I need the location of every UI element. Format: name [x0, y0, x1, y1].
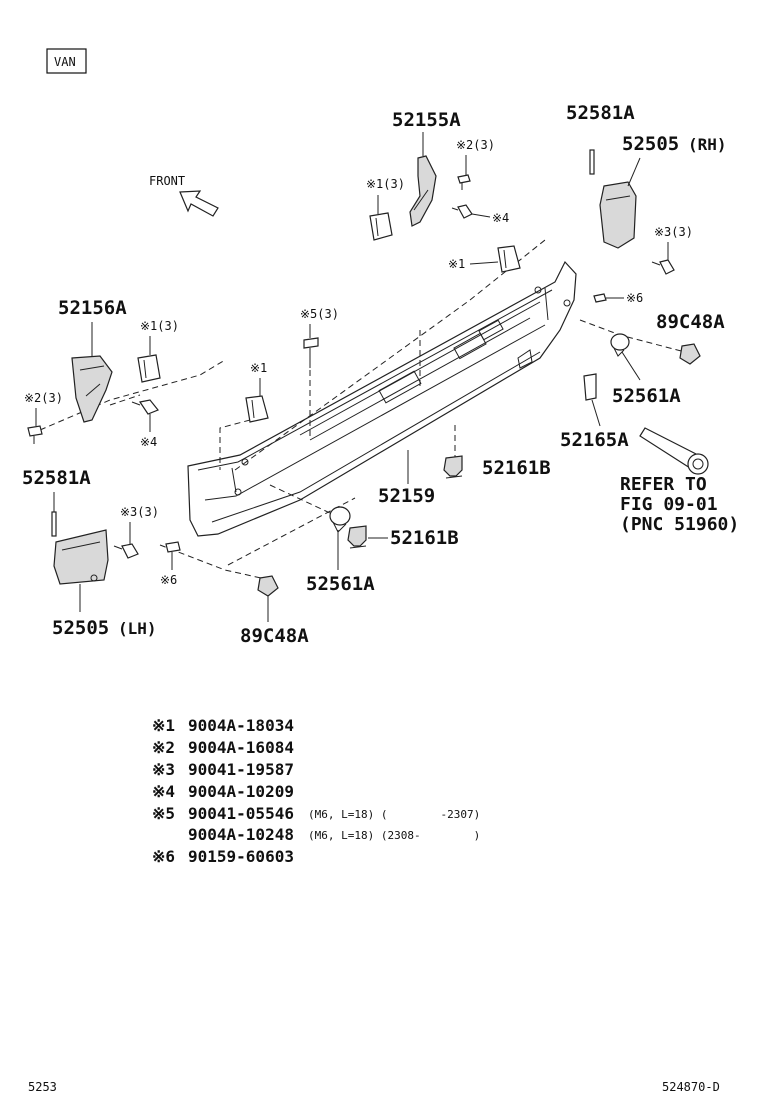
variant-label: VAN: [54, 55, 76, 69]
part-label-52165A: 52165A: [560, 429, 629, 451]
bumper-cover-52159: [187, 260, 577, 537]
part-label-52505-rh: 52505: [622, 133, 679, 155]
part-label-52159: 52159: [378, 485, 435, 507]
clip-icon: [369, 212, 393, 241]
legend-part: 90159-60603: [188, 847, 294, 866]
callout-3-3-rh: ※3(3): [654, 225, 693, 239]
part-label-52561A-rh: 52561A: [612, 385, 681, 407]
clip-icon: [137, 354, 161, 383]
legend-note: (M6, L=18) (2308- ): [308, 829, 480, 842]
legend-mark: ※6: [152, 847, 175, 866]
clip-icon: [497, 245, 521, 273]
part-label-52561A-lh: 52561A: [306, 573, 375, 595]
part-label-89C48A-lh: 89C48A: [240, 625, 309, 647]
callout-6-lh: ※6: [160, 573, 177, 587]
part-label-52581A-rh: 52581A: [566, 102, 635, 124]
legend-part: 9004A-16084: [188, 738, 294, 757]
nut-89C48A-lh: [257, 575, 279, 597]
screw-icon: [457, 174, 471, 190]
part-label-52155A: 52155A: [392, 109, 461, 131]
bracket-52155A: [409, 155, 437, 227]
front-arrow-icon: [179, 190, 219, 217]
part-label-52161B-a: 52161B: [482, 457, 551, 479]
seal-52581A-lh: [51, 511, 57, 537]
legend-mark: ※1: [152, 716, 175, 735]
part-label-52161B-b: 52161B: [390, 527, 459, 549]
legend-part: 9004A-10248: [188, 825, 294, 844]
front-label: FRONT: [149, 174, 185, 188]
clip-icon: [245, 395, 269, 423]
seal-52581A-rh: [589, 149, 595, 175]
cover-52505-rh: [599, 181, 637, 249]
screw-icon: [27, 425, 43, 444]
callout-1-3-left: ※1(3): [140, 319, 179, 333]
callout-5-3: ※5(3): [300, 307, 339, 321]
pad-52165A: [583, 373, 597, 401]
legend-mark: ※2: [152, 738, 175, 757]
callout-1-mid: ※1: [448, 257, 465, 271]
part-label-52581A-lh: 52581A: [22, 467, 91, 489]
part-label-89C48A-rh: 89C48A: [656, 311, 725, 333]
footer-right: 524870-D: [662, 1080, 720, 1094]
legend-part: 9004A-18034: [188, 716, 294, 735]
callout-2-3-left: ※2(3): [24, 391, 63, 405]
variant-box: [46, 48, 87, 74]
part-label-52505-lh-side: (LH): [118, 619, 157, 638]
legend-part: 90041-05546: [188, 804, 294, 823]
callout-6-rh: ※6: [626, 291, 643, 305]
cover-52505-lh: [53, 529, 109, 585]
callout-1-left: ※1: [250, 361, 267, 375]
callout-4-top: ※4: [492, 211, 509, 225]
legend-mark: ※3: [152, 760, 175, 779]
bolt-icon: [303, 337, 319, 368]
legend-part: 9004A-10209: [188, 782, 294, 801]
screw-icon: [593, 293, 607, 303]
bolt-icon: [451, 204, 473, 219]
callout-2-3-top: ※2(3): [456, 138, 495, 152]
tow-hook-icon: [639, 427, 709, 475]
callout-3-3-lh: ※3(3): [120, 505, 159, 519]
reference-line1: REFER TO: [620, 474, 707, 495]
reference-line2: FIG 09-01: [620, 494, 718, 515]
callout-4-left: ※4: [140, 435, 157, 449]
callout-1-3-top: ※1(3): [366, 177, 405, 191]
footer-left: 5253: [28, 1080, 57, 1094]
legend-note: (M6, L=18) ( -2307): [308, 808, 480, 821]
part-label-52505-lh: 52505: [52, 617, 109, 639]
nut-89C48A-rh: [679, 343, 701, 365]
fastener-legend: ※1 9004A-18034 ※2 9004A-16084 ※3 90041-1…: [152, 716, 480, 866]
bolt-icon: [113, 543, 139, 559]
screw-icon: [165, 541, 181, 553]
part-label-52156A: 52156A: [58, 297, 127, 319]
bolt-icon: [131, 399, 159, 415]
clip-52161B-b: [347, 525, 367, 549]
grommet-52561A-rh: [610, 333, 630, 357]
part-label-52505-rh-side: (RH): [688, 135, 727, 154]
legend-mark: ※4: [152, 782, 175, 801]
bolt-icon: [651, 259, 675, 275]
legend-mark: ※5: [152, 804, 175, 823]
bracket-52156A: [71, 355, 113, 423]
legend-part: 90041-19587: [188, 760, 294, 779]
reference-line3: (PNC 51960): [620, 514, 739, 535]
clip-52161B-a: [443, 455, 463, 479]
grommet-52561A-lh: [329, 506, 351, 533]
